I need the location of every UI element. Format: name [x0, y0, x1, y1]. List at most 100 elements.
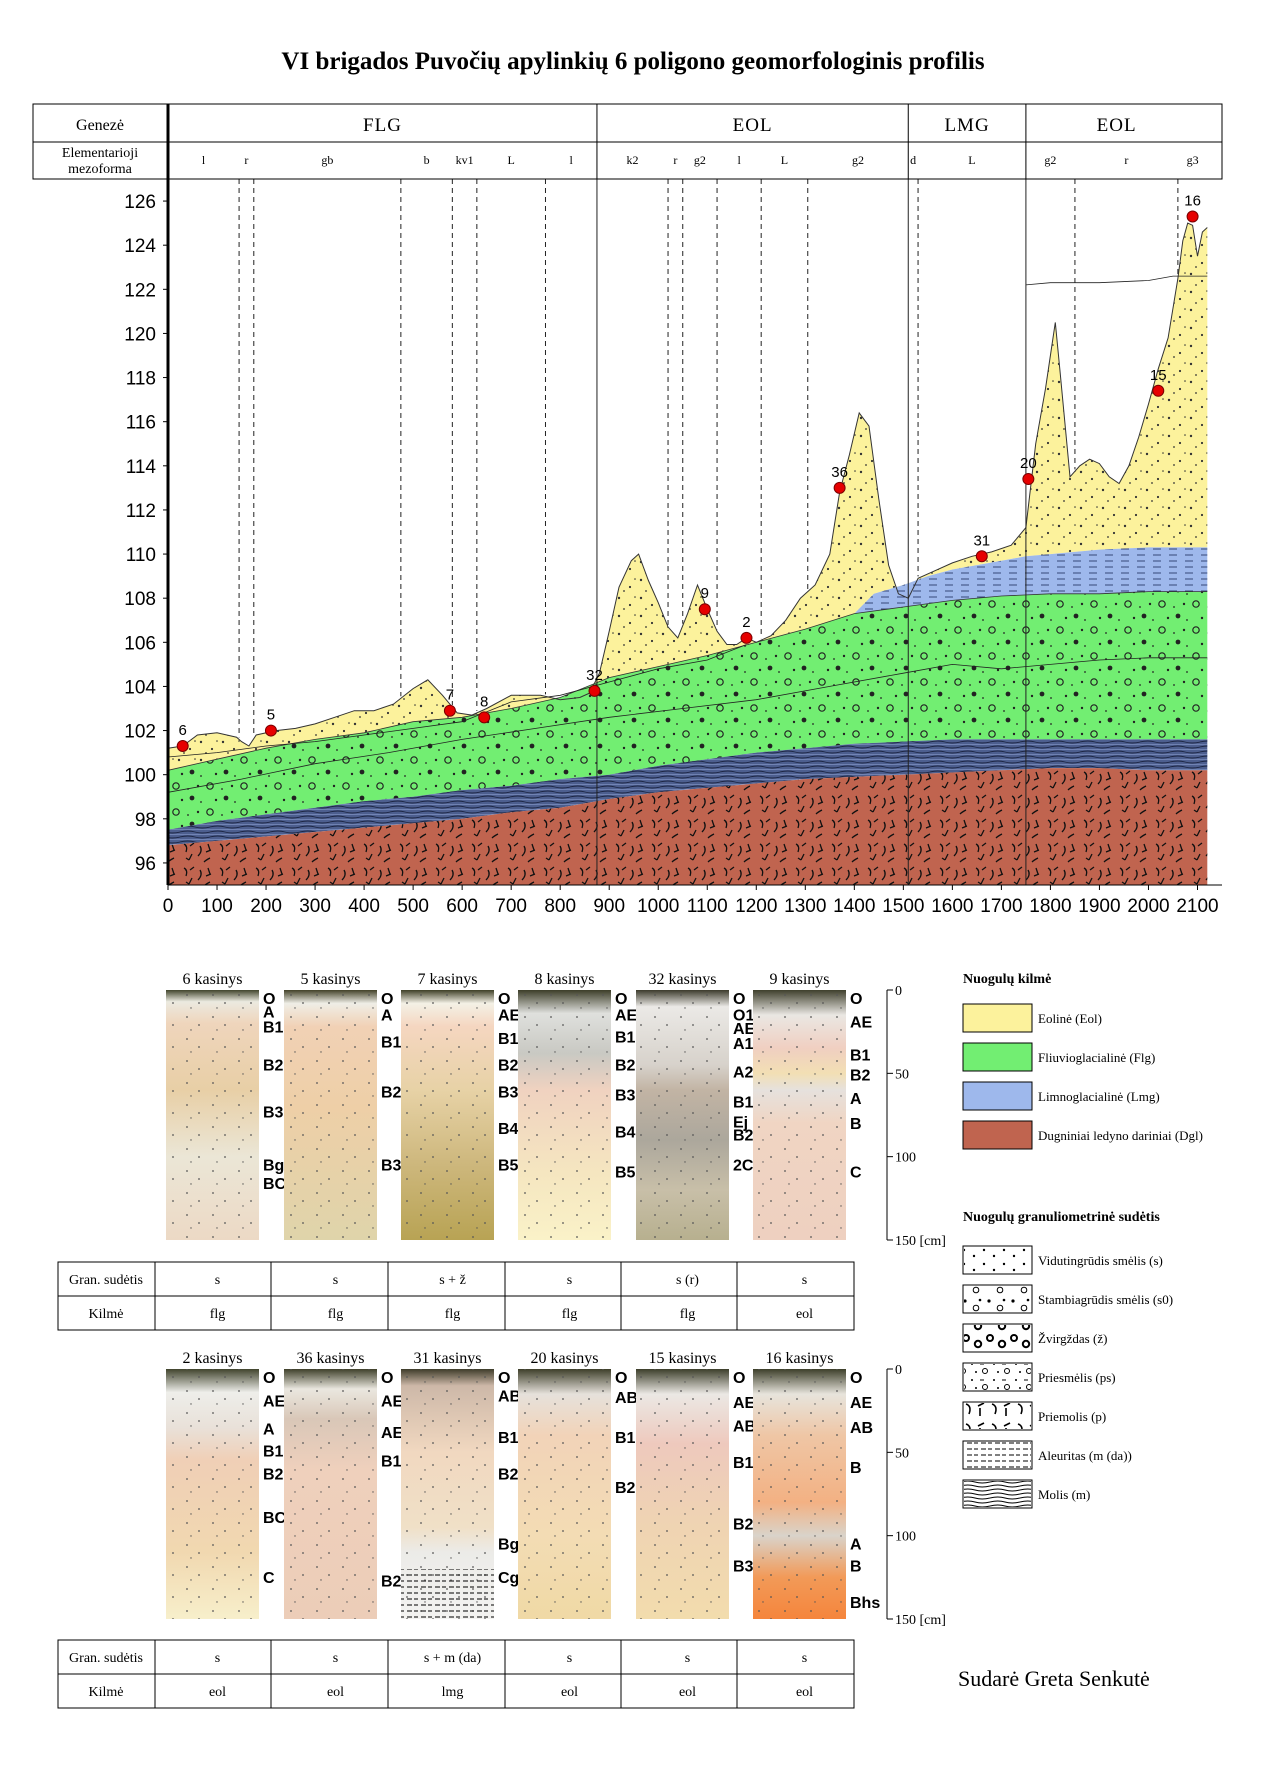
- horizon-label: B1: [381, 1034, 402, 1051]
- origin-value: eol: [679, 1685, 696, 1700]
- horizon-label: BC: [263, 1176, 287, 1193]
- horizon-label: B: [850, 1558, 862, 1575]
- depth-tick-label: 150 [cm]: [895, 1613, 946, 1628]
- mesoform-unit: l: [737, 153, 741, 167]
- legend-swatch: [962, 1003, 1033, 1033]
- soil-column-texture: [753, 1369, 846, 1619]
- legend-pattern: [964, 1247, 1031, 1273]
- soil-pit-label: 7: [446, 687, 454, 704]
- horizon-label: O: [498, 1370, 510, 1387]
- depth-tick-label: 100: [895, 1530, 916, 1545]
- origin-value: flg: [445, 1307, 461, 1322]
- origin-value: flg: [210, 1307, 226, 1322]
- soil-pit-marker: [1022, 473, 1035, 486]
- mesoform-unit: d: [910, 153, 916, 167]
- soil-pit-label: 36: [831, 464, 848, 481]
- soil-column-texture: [636, 990, 729, 1240]
- x-tick-label: 600: [446, 896, 478, 917]
- y-tick-label: 116: [126, 413, 156, 434]
- soil-column-texture: [166, 990, 259, 1240]
- origin-value: lmg: [442, 1685, 464, 1700]
- horizon-label: B1: [615, 1430, 636, 1447]
- x-tick-label: 500: [397, 896, 429, 917]
- mesoform-unit: gb: [321, 153, 333, 167]
- horizon-label: AB: [733, 1418, 756, 1435]
- mesoform-unit: L: [968, 153, 975, 167]
- horizon-label: O: [498, 991, 510, 1008]
- legend-pattern: [964, 1481, 1031, 1507]
- gran-label: Gran. sudėtis: [69, 1651, 143, 1666]
- soil-pit-label: 31: [973, 532, 990, 549]
- horizon-label: AB: [850, 1420, 873, 1437]
- horizon-label: B2: [615, 1480, 636, 1497]
- depth-tick-label: 150 [cm]: [895, 1234, 946, 1249]
- x-tick-label: 1200: [735, 896, 777, 917]
- gran-value: s + ž: [439, 1273, 466, 1288]
- horizon-label: B5: [498, 1158, 519, 1175]
- mesoform-unit: g2: [1044, 153, 1056, 167]
- horizon-label: B1: [615, 1029, 636, 1046]
- horizon-label: Bhs: [850, 1595, 880, 1612]
- soil-pit-label: 20: [1020, 455, 1037, 472]
- author-credit: Sudarė Greta Senkutė: [958, 1666, 1150, 1691]
- horizon-label: B2: [263, 1058, 284, 1075]
- x-tick-label: 800: [544, 896, 576, 917]
- silt-texture: [401, 1569, 494, 1619]
- origin-value: eol: [796, 1685, 813, 1700]
- legend-label: Eolinė (Eol): [1038, 1011, 1102, 1026]
- soil-pit-label: 2: [742, 614, 750, 631]
- soil-column-texture: [753, 990, 846, 1240]
- horizon-label: B1: [733, 1455, 754, 1472]
- soil-pit-label: 5: [267, 707, 275, 724]
- horizon-label: O: [733, 991, 745, 1008]
- x-tick-label: 1300: [784, 896, 826, 917]
- horizon-label: B1: [263, 1443, 284, 1460]
- genesis-unit: EOL: [1097, 115, 1137, 136]
- y-tick-label: 106: [124, 633, 156, 654]
- inner-line: [167, 657, 1208, 793]
- horizon-label: B2: [498, 1058, 519, 1075]
- depth-tick-label: 50: [895, 1067, 909, 1082]
- soil-pit-label: 6: [179, 722, 187, 739]
- y-tick-label: 108: [124, 589, 156, 610]
- horizon-label: BC: [263, 1510, 287, 1527]
- horizon-label: B1: [263, 1019, 284, 1036]
- horizon-label: O: [381, 991, 393, 1008]
- origin-value: flg: [562, 1307, 578, 1322]
- soil-column-texture: [284, 1369, 377, 1619]
- horizon-label: A1: [733, 1036, 754, 1053]
- horizon-label: B1: [733, 1094, 754, 1111]
- horizon-label: AB: [615, 1390, 638, 1407]
- horizon-label: B: [850, 1116, 862, 1133]
- soil-column-texture: [518, 1369, 611, 1619]
- soil-column-title: 8 kasinys: [535, 971, 595, 988]
- genesis-unit: EOL: [733, 115, 773, 136]
- soil-column-title: 20 kasinys: [531, 1350, 599, 1367]
- horizon-label: O: [263, 991, 275, 1008]
- soil-column-title: 5 kasinys: [301, 971, 361, 988]
- horizon-label: O: [263, 1370, 275, 1387]
- y-tick-label: 120: [124, 324, 156, 345]
- horizon-label: B4: [498, 1121, 519, 1138]
- gran-label: Gran. sudėtis: [69, 1273, 143, 1288]
- horizon-label: A: [381, 1008, 393, 1025]
- mesoform-unit: r: [1124, 153, 1128, 167]
- horizon-label: B3: [381, 1158, 402, 1175]
- legend-pattern: [964, 1403, 1031, 1429]
- gran-value: s (r): [676, 1273, 699, 1288]
- inner-line: [167, 644, 747, 758]
- legend-label: Fliuvioglacialinė (Flg): [1038, 1050, 1155, 1065]
- legend-origin-title: Nuogulų kilmė: [963, 972, 1051, 987]
- legend-pattern: [964, 1364, 1031, 1390]
- gran-value: s: [802, 1273, 807, 1288]
- gran-value: s: [567, 1273, 572, 1288]
- horizon-label: AE: [381, 1393, 404, 1410]
- horizon-label: AE: [850, 1395, 873, 1412]
- glacial-till-layer-hatch: [168, 768, 1208, 885]
- x-tick-label: 1400: [833, 896, 875, 917]
- y-tick-label: 124: [124, 236, 156, 257]
- y-tick-label: 112: [126, 501, 156, 522]
- genesis-unit: FLG: [363, 115, 402, 136]
- mesoform-unit: g2: [694, 153, 706, 167]
- soil-pit-label: 32: [586, 667, 603, 684]
